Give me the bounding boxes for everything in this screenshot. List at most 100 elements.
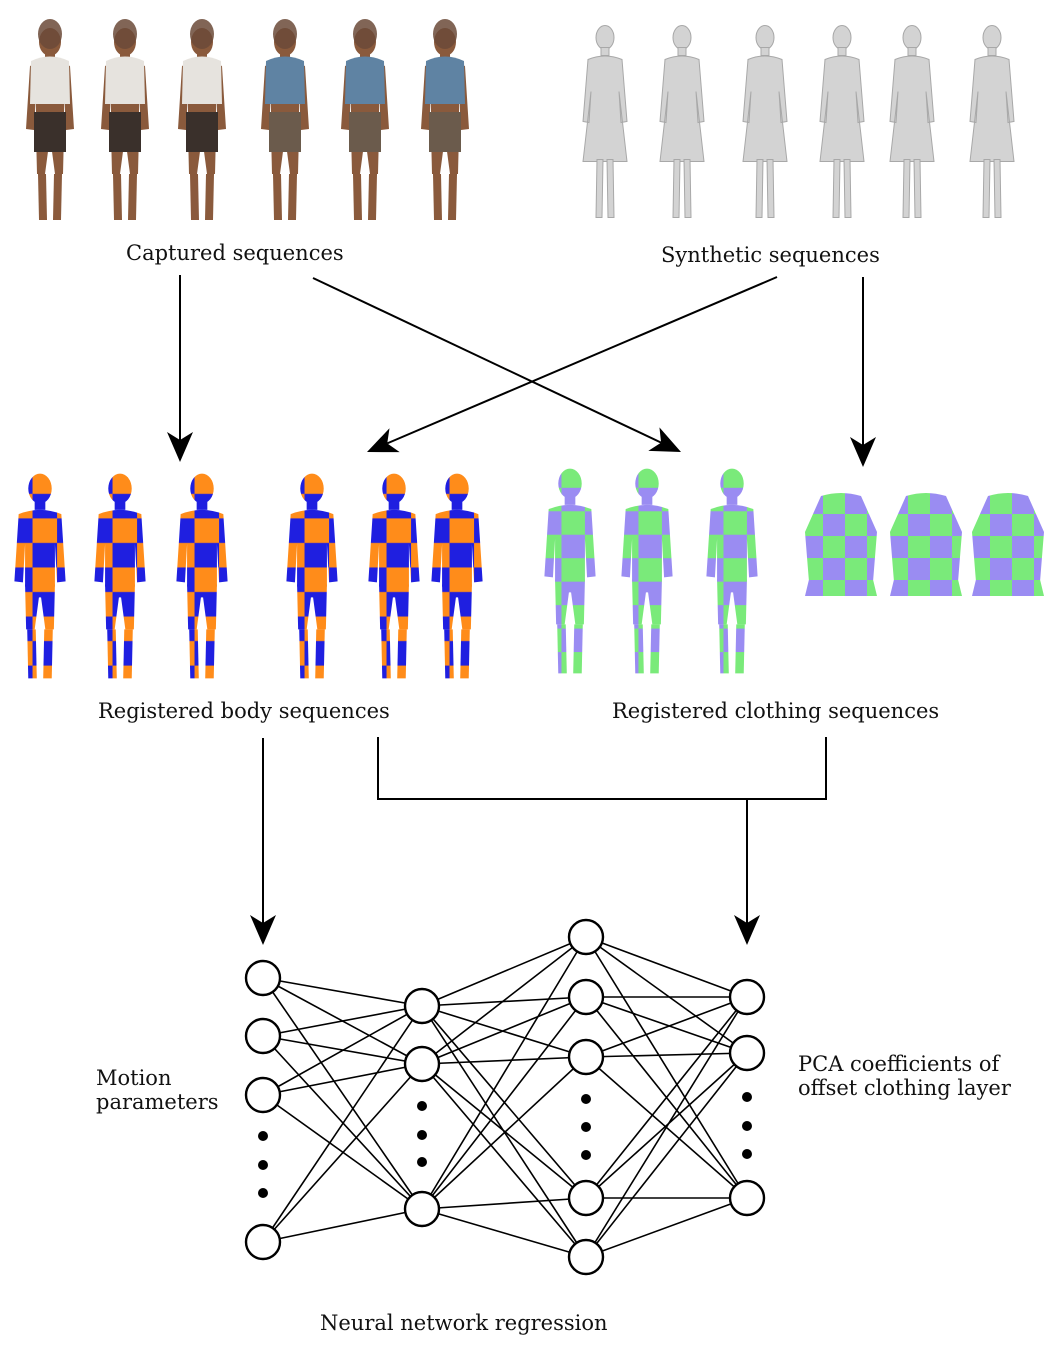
ellipsis-dots — [742, 1092, 752, 1159]
ellipsis-dot — [258, 1131, 268, 1141]
registered-clothing-label: Registered clothing sequences — [612, 699, 940, 723]
network-edge — [585, 1197, 748, 1258]
network-edge — [421, 1056, 587, 1065]
network-node — [728, 978, 766, 1016]
network-edge — [585, 996, 748, 1058]
checkered-body-icon — [286, 473, 338, 679]
captured-person-icon — [261, 19, 309, 220]
ellipsis-dot — [581, 1150, 591, 1160]
checkered-body-icon — [431, 473, 483, 679]
captured-sequences-label: Captured sequences — [126, 241, 344, 265]
network-edge — [262, 1035, 423, 1210]
network-edge — [262, 1005, 423, 1243]
network-edge — [262, 1208, 423, 1243]
ellipsis-dot — [742, 1092, 752, 1102]
pca-coefficients-label: PCA coefficients of offset clothing laye… — [798, 1052, 1011, 1100]
ellipsis-dot — [742, 1121, 752, 1131]
network-layer-3 — [567, 918, 605, 1276]
ellipsis-dot — [581, 1122, 591, 1132]
network-edge — [262, 1005, 423, 1096]
mannequin-icon — [582, 24, 628, 219]
ellipsis-dots — [581, 1094, 591, 1160]
network-node — [244, 959, 282, 997]
network-node — [403, 1190, 441, 1228]
mannequin-icon — [742, 24, 788, 219]
network-node — [244, 1017, 282, 1055]
registered-clothing-figures — [544, 468, 1044, 674]
network-edge — [421, 936, 587, 1007]
motion-label-line1: Motion — [96, 1066, 172, 1090]
network-edges — [262, 936, 748, 1258]
network-node — [567, 1179, 605, 1217]
checkered-dress-icon — [972, 493, 1044, 596]
network-edge — [585, 1052, 748, 1258]
flow-arrow — [167, 275, 193, 462]
captured-person-icon — [341, 19, 389, 220]
network-node — [244, 1223, 282, 1261]
network-edge — [421, 1208, 587, 1258]
network-edge — [262, 1063, 423, 1243]
checkered-body-icon — [94, 473, 146, 679]
network-edge — [421, 996, 587, 1210]
mannequin-icon — [819, 24, 865, 219]
network-edge — [585, 936, 748, 1199]
ellipsis-dot — [258, 1160, 268, 1170]
captured-person-icon — [26, 19, 74, 220]
ellipsis-dots — [258, 1131, 268, 1198]
mannequin-icon — [659, 24, 705, 219]
network-edge — [262, 1063, 423, 1096]
ellipsis-dot — [258, 1188, 268, 1198]
network-edge — [421, 1063, 587, 1199]
ellipsis-dot — [417, 1101, 427, 1111]
network-layer-2 — [403, 987, 441, 1228]
neural-network — [244, 918, 766, 1276]
network-edge — [585, 1052, 748, 1058]
flow-arrow — [850, 277, 876, 467]
mannequin-icon — [969, 24, 1015, 219]
network-edge — [421, 1056, 587, 1210]
network-node — [567, 918, 605, 956]
synthetic-figures — [582, 24, 1015, 219]
network-edge — [262, 977, 423, 1210]
ellipsis-dot — [417, 1157, 427, 1167]
network-node — [567, 978, 605, 1016]
network-node — [567, 1238, 605, 1276]
checkered-clothing-body-icon — [621, 468, 673, 674]
flow-arrow — [250, 738, 276, 945]
network-edge — [585, 996, 748, 1199]
checkered-dress-icon — [890, 493, 962, 596]
pca-label-line1: PCA coefficients of — [798, 1052, 1000, 1076]
network-node — [403, 1045, 441, 1083]
flow-arrow — [734, 800, 760, 945]
captured-person-icon — [178, 19, 226, 220]
network-edge — [421, 936, 587, 1065]
captured-person-icon — [421, 19, 469, 220]
checkered-dress-icon — [805, 493, 877, 596]
checkered-body-icon — [14, 473, 66, 679]
checkered-body-icon — [368, 473, 420, 679]
network-node — [244, 1076, 282, 1114]
network-edge — [421, 936, 587, 1210]
motion-parameters-label: Motion parameters — [96, 1066, 219, 1114]
network-edge — [585, 936, 748, 1054]
motion-label-line2: parameters — [96, 1090, 219, 1115]
ellipsis-dot — [417, 1130, 427, 1140]
captured-figures — [26, 19, 469, 220]
network-edge — [421, 1197, 587, 1210]
ellipsis-dot — [581, 1094, 591, 1104]
network-layer-4 — [728, 978, 766, 1217]
flow-arrow — [367, 276, 778, 453]
network-edge — [585, 996, 748, 1054]
flow-arrow — [312, 277, 681, 452]
registered-body-label: Registered body sequences — [98, 699, 390, 723]
registered-body-figures — [14, 473, 483, 679]
network-node — [403, 987, 441, 1025]
network-edge — [585, 936, 748, 998]
neural-network-label: Neural network regression — [320, 1311, 608, 1335]
mannequin-icon — [889, 24, 935, 219]
network-node — [728, 1179, 766, 1217]
captured-person-icon — [101, 19, 149, 220]
checkered-clothing-body-icon — [544, 468, 596, 674]
ellipsis-dot — [742, 1149, 752, 1159]
